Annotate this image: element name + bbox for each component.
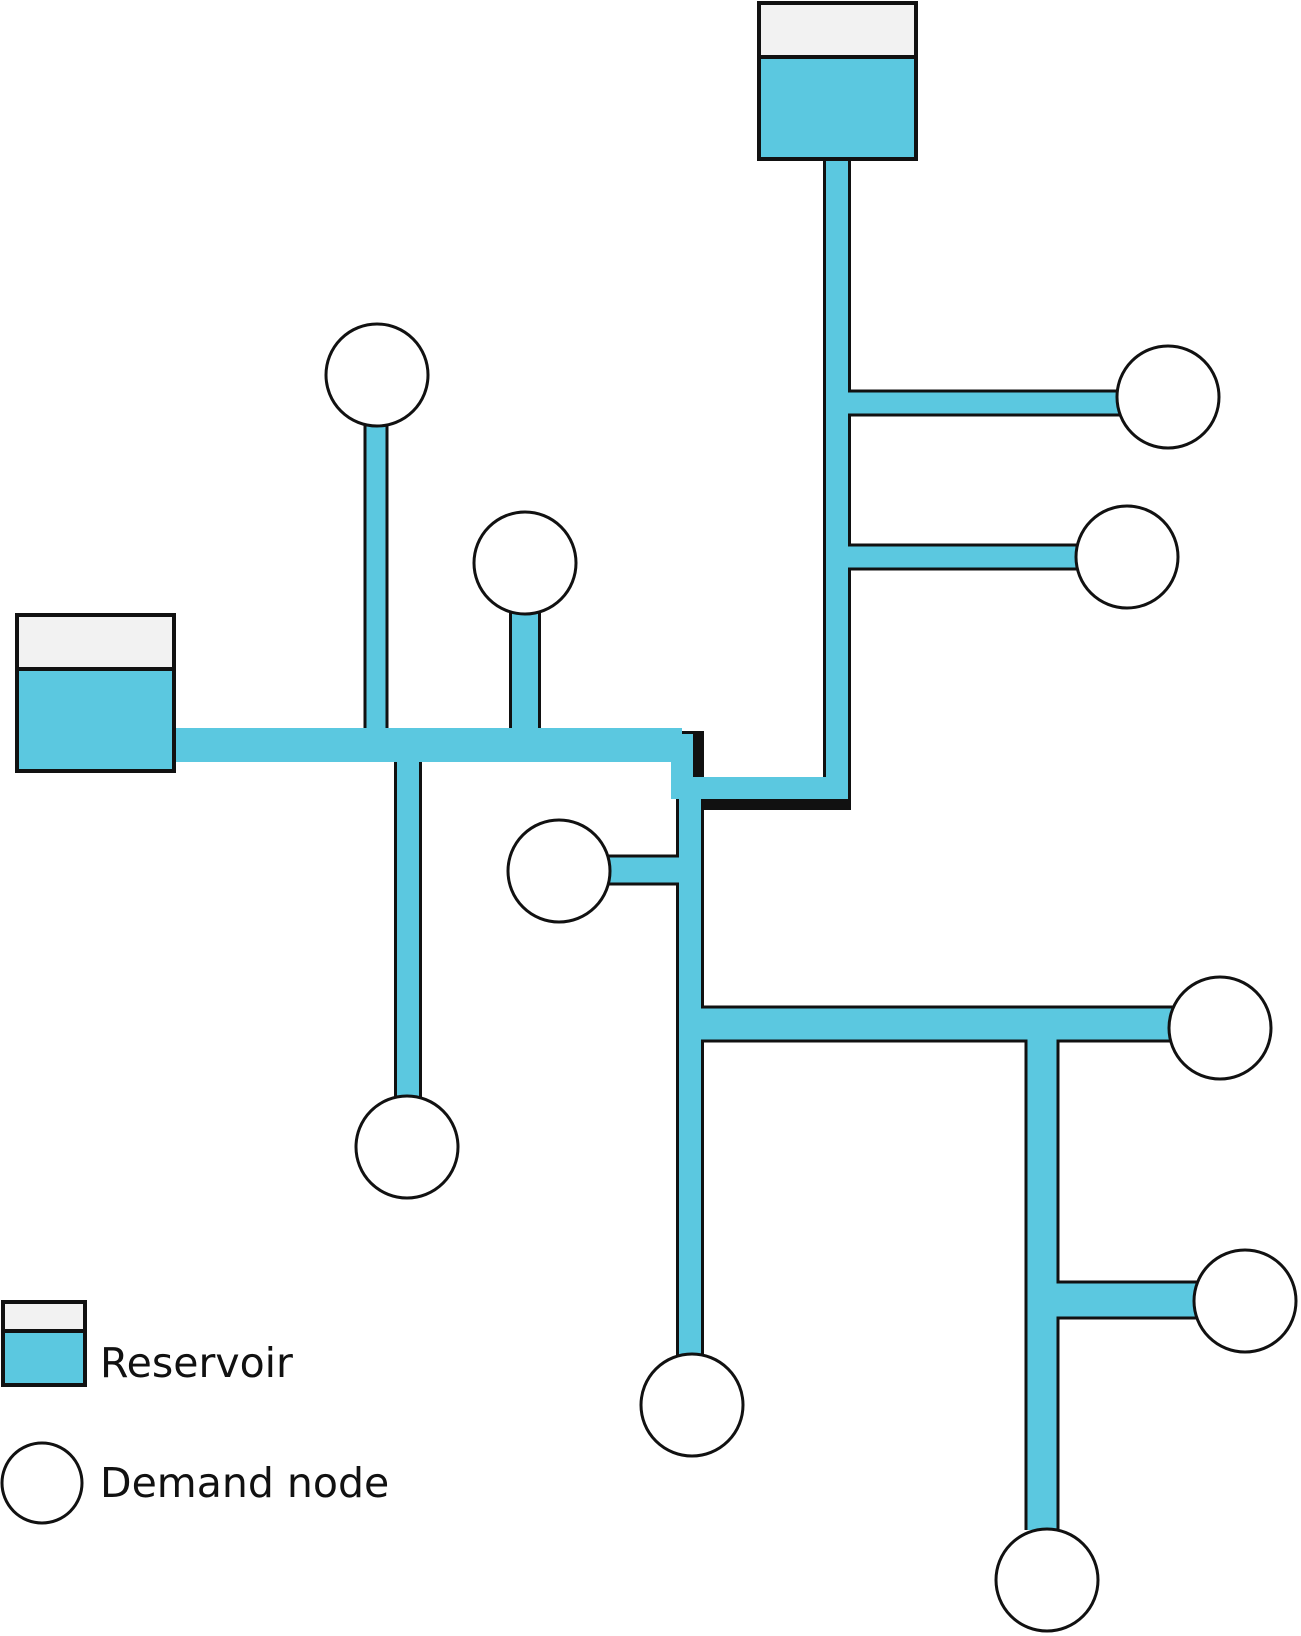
demand-node xyxy=(324,322,430,428)
demand-node xyxy=(506,818,612,924)
pipe-network xyxy=(163,150,1230,1530)
demand-node xyxy=(994,1527,1100,1633)
reservoir-left xyxy=(15,613,176,773)
legend: Reservoir Demand node xyxy=(0,1300,389,1525)
pipe-upper-reservoir-trunk xyxy=(163,150,848,799)
demand-node xyxy=(472,510,578,616)
demand-node xyxy=(1074,504,1180,610)
demand-node xyxy=(1115,344,1221,450)
legend-reservoir-label: Reservoir xyxy=(100,1339,293,1387)
demand-node xyxy=(1192,1248,1298,1354)
demand-node xyxy=(1167,975,1273,1081)
legend-demand-node-swatch xyxy=(0,1441,84,1525)
legend-reservoir-swatch xyxy=(1,1300,87,1387)
pipe-upper-reservoir-trunk-outline xyxy=(163,158,851,810)
demand-node xyxy=(354,1094,460,1200)
reservoir-top xyxy=(757,1,918,161)
demand-nodes xyxy=(324,322,1298,1633)
demand-node xyxy=(639,1352,745,1458)
legend-demand-node-label: Demand node xyxy=(100,1459,389,1507)
